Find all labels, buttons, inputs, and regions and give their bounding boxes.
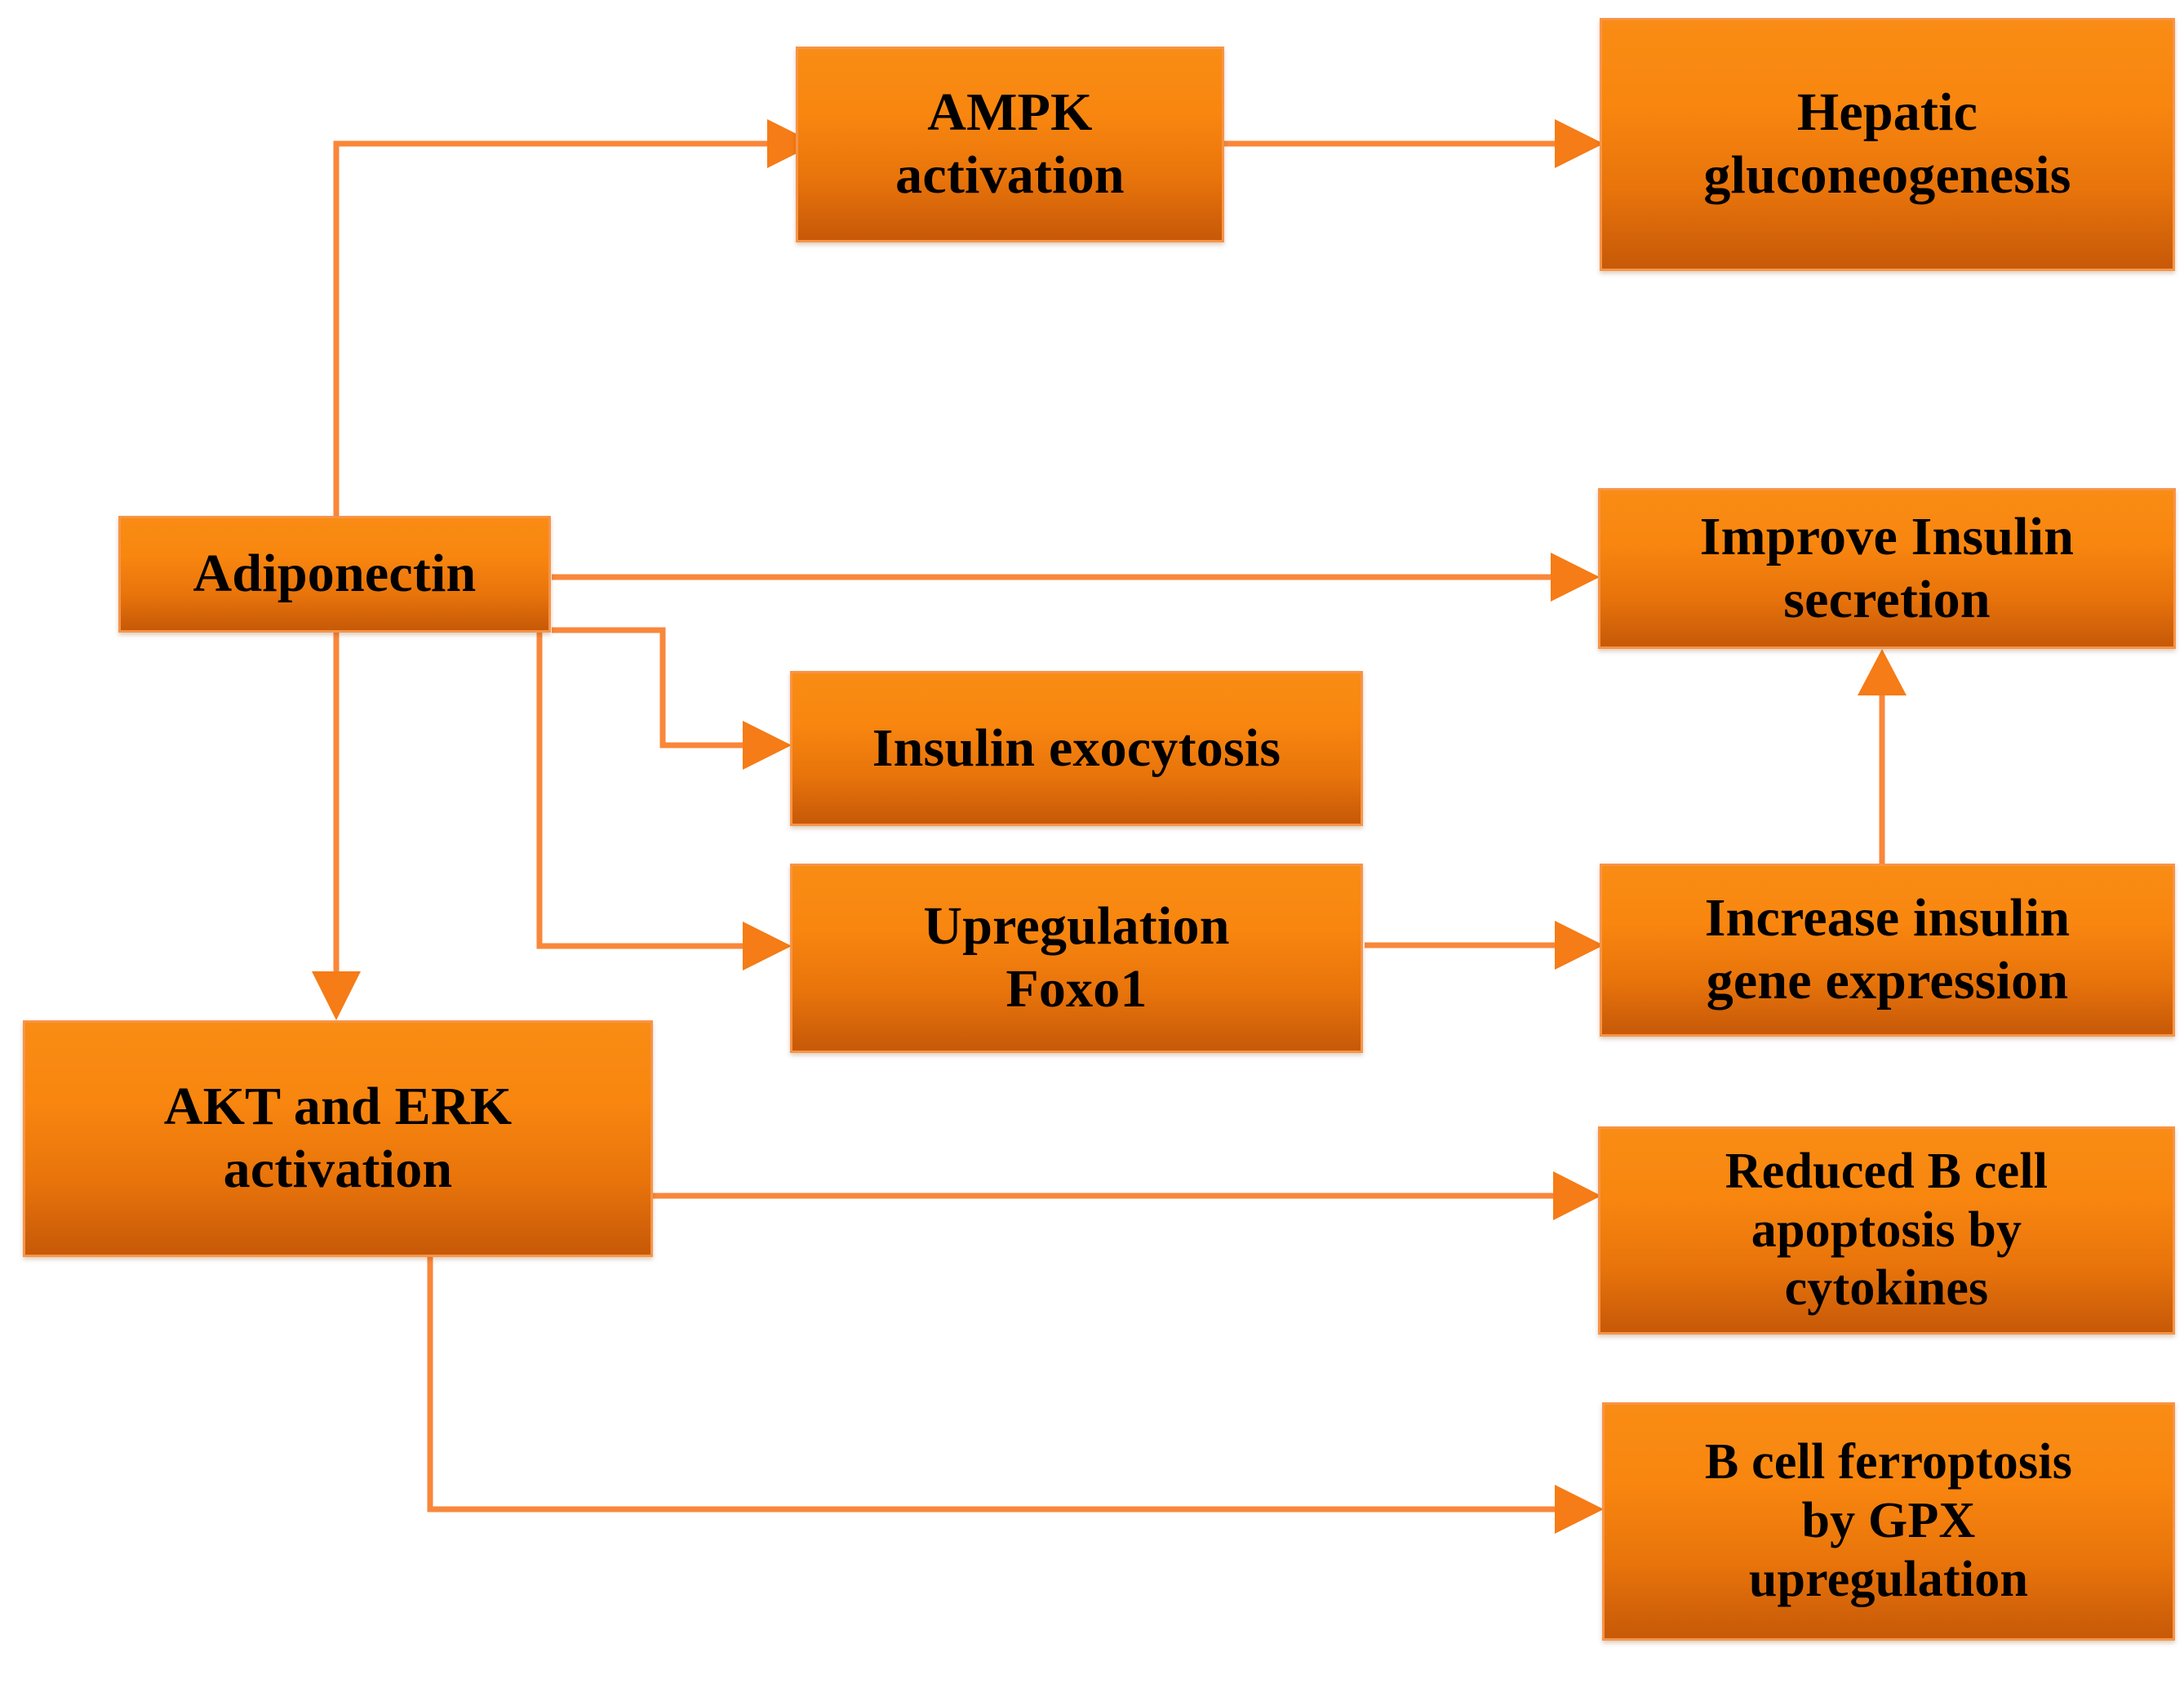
edge-foxo1-to-genexp [1365, 921, 1604, 970]
node-improve-line-1: Improve Insulin [1699, 506, 2075, 566]
edge-adiponectin-to-exocytosis [552, 627, 792, 770]
edge-genexp-to-improve [1858, 649, 1907, 864]
node-apoptosis-line-1: Reduced B cell [1725, 1143, 2049, 1199]
node-hepatic-gluconeogenesis[interactable]: Hepatic gluconeogenesis [1600, 18, 2175, 271]
node-genexp-line-1: Increase insulin [1704, 888, 2071, 948]
edge-adiponectin-to-akterk [312, 633, 361, 1020]
node-exocytosis-label: Insulin exocytosis [872, 717, 1281, 778]
node-foxo1-line-1: Upregulation [923, 896, 1230, 957]
edge-akterk-to-apoptosis [653, 1171, 1601, 1220]
edge-ampk-to-hepatic [1224, 119, 1604, 168]
node-akt-erk-activation[interactable]: AKT and ERK activation [23, 1020, 653, 1257]
node-improve-line-2: secretion [1783, 569, 1991, 629]
node-insulin-exocytosis[interactable]: Insulin exocytosis [790, 671, 1363, 826]
node-adiponectin-label: Adiponectin [193, 544, 477, 604]
node-hepatic-line-2: gluconeogenesis [1703, 145, 2071, 205]
node-upregulation-foxo1[interactable]: Upregulation Foxo1 [790, 864, 1363, 1053]
node-ampk-line-2: activation [895, 145, 1125, 205]
node-apoptosis-line-2: apoptosis by [1751, 1202, 2022, 1258]
node-foxo1-line-2: Foxo1 [1005, 959, 1147, 1019]
edge-adiponectin-to-improve [552, 553, 1600, 602]
edge-akterk-to-ferroptosis [427, 1257, 1604, 1534]
node-ampk-activation[interactable]: AMPK activation [796, 47, 1224, 242]
node-genexp-line-2: gene expression [1706, 951, 2069, 1011]
node-b-cell-ferroptosis[interactable]: B cell ferroptosis by GPX upregulation [1602, 1402, 2175, 1641]
node-improve-insulin-secretion[interactable]: Improve Insulin secretion [1598, 488, 2176, 649]
node-ferroptosis-line-2: by GPX [1801, 1493, 1976, 1549]
edge-adiponectin-to-ampk [333, 119, 816, 516]
node-adiponectin[interactable]: Adiponectin [118, 516, 551, 633]
node-increase-insulin-gene-expression[interactable]: Increase insulin gene expression [1600, 864, 2175, 1037]
node-reduced-b-cell-apoptosis[interactable]: Reduced B cell apoptosis by cytokines [1598, 1126, 2175, 1335]
node-hepatic-line-1: Hepatic [1796, 82, 1978, 143]
edge-adiponectin-to-foxo1 [536, 630, 792, 971]
node-akterk-line-1: AKT and ERK [163, 1077, 513, 1137]
node-akterk-line-2: activation [223, 1139, 453, 1199]
node-apoptosis-line-3: cytokines [1784, 1260, 1989, 1317]
node-ferroptosis-line-1: B cell ferroptosis [1704, 1434, 2073, 1490]
node-ferroptosis-line-3: upregulation [1748, 1551, 2029, 1607]
node-ampk-line-1: AMPK [927, 82, 1093, 143]
